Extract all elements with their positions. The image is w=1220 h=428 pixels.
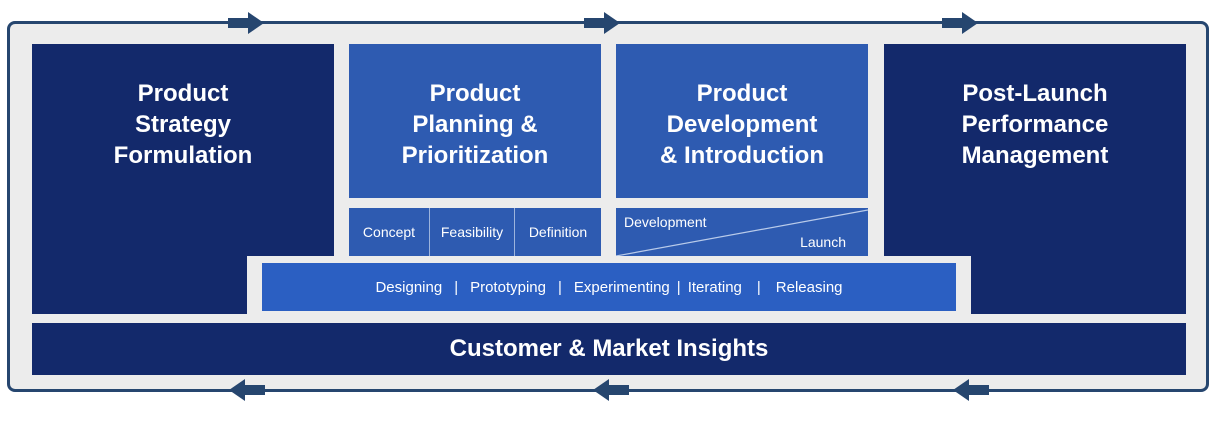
stage-planning: Product Planning & Prioritization — [349, 44, 601, 198]
step-separator: | — [454, 278, 459, 296]
diagonal-divider — [616, 209, 868, 256]
stage-development: Product Development & Introduction — [616, 44, 868, 198]
step-releasing: Releasing — [775, 278, 843, 296]
foundation-label: Customer & Market Insights — [449, 335, 769, 362]
arrow-left-icon — [593, 379, 629, 401]
stage-title: Product Development & Introduction — [660, 80, 824, 169]
arrow-left-icon — [953, 379, 989, 401]
development-substeps: Development Launch — [616, 208, 868, 256]
step-designing: Designing — [375, 278, 443, 296]
step-separator: | — [676, 278, 681, 296]
substep-definition: Definition — [514, 208, 601, 256]
arrow-left-icon — [229, 379, 265, 401]
arrow-right-icon — [942, 12, 978, 34]
arrow-right-icon — [228, 12, 264, 34]
customer-market-insights-bar: Customer & Market Insights — [32, 323, 1186, 375]
planning-substeps: Concept Feasibility Definition — [349, 208, 601, 256]
process-steps: Designing | Prototyping | Experimenting … — [262, 263, 956, 311]
stage-title: Product Planning & Prioritization — [401, 80, 549, 169]
substep-development: Development — [624, 214, 707, 230]
substep-launch: Launch — [800, 234, 846, 250]
stage-title: Post-Launch Performance Management — [961, 80, 1109, 169]
step-separator: | — [557, 278, 562, 296]
stage-title: Product Strategy Formulation — [113, 80, 253, 169]
substep-concept: Concept — [362, 224, 416, 240]
step-separator: | — [756, 278, 761, 296]
substep-feasibility: Feasibility — [429, 208, 514, 256]
step-prototyping: Prototyping — [470, 278, 546, 296]
stage-strategy: Product Strategy Formulation — [32, 44, 334, 314]
process-strip — [262, 263, 956, 311]
arrow-right-icon — [584, 12, 620, 34]
step-iterating: Iterating — [687, 278, 742, 296]
step-experimenting: Experimenting — [573, 278, 670, 296]
